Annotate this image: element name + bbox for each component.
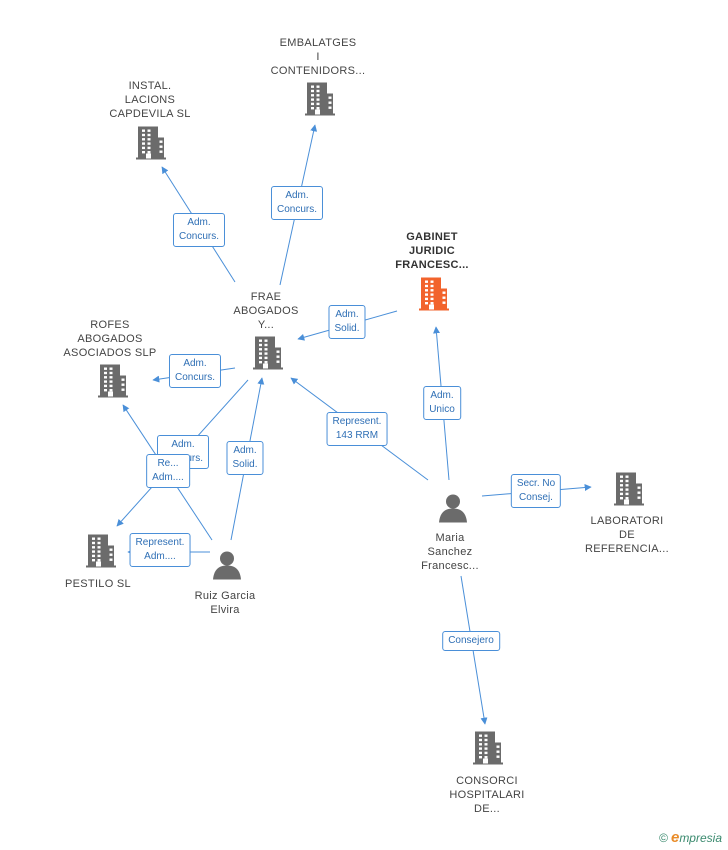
brand-name: mpresia [679, 831, 722, 845]
edge-label-line: Adm. [285, 190, 309, 201]
edge-label-line: Adm.... [152, 472, 184, 483]
node-label-line: LABORATORI [590, 515, 664, 527]
node-label-line: HOSPITALARI [449, 789, 525, 801]
building-icon-pestilo[interactable] [86, 534, 116, 573]
node-label-line: CONSORCI [456, 775, 518, 787]
person-icon-ruiz[interactable] [212, 550, 242, 585]
building-icon-laboratori[interactable] [614, 472, 644, 511]
node-label-line: Maria [435, 532, 465, 544]
building-icon-gabinet[interactable] [419, 277, 449, 316]
edge-label-ruiz-to-frae[interactable]: Adm. Solid. [226, 441, 264, 475]
edge-label-line: Adm. [233, 445, 257, 456]
node-label-laboratori[interactable]: LABORATORI DE REFERENCIA... [585, 514, 669, 556]
node-label-line: EMBALATGES [279, 37, 357, 49]
edge-label-maria-to-laboratori[interactable]: Secr. No Consej. [510, 474, 562, 508]
edge-label-line: 143 RRM [335, 430, 379, 441]
node-label-line: CAPDEVILA SL [109, 108, 191, 120]
edge-label-ruiz-to-pestilo[interactable]: Represent. Adm.... [129, 533, 191, 567]
edge-label-maria-to-frae[interactable]: Represent. 143 RRM [326, 412, 388, 446]
edge-label-ruiz-to-rofes[interactable]: Re... Adm.... [146, 454, 190, 488]
node-label-line: REFERENCIA... [585, 543, 669, 555]
empresia-brand[interactable]: ©empresia [659, 829, 722, 846]
edge-label-line: Adm. [171, 439, 195, 450]
edge-label-frae-to-embalatges[interactable]: Adm. Concurs. [270, 186, 324, 220]
edge-label-line: Adm. [430, 390, 454, 401]
node-label-line: Y... [257, 319, 275, 331]
node-label-line: LACIONS [124, 94, 176, 106]
building-icon-embalatges[interactable] [305, 82, 335, 121]
edge-label-line: Solid. [232, 459, 258, 470]
node-label-line: Sanchez [427, 546, 473, 558]
building-icon-frae[interactable] [253, 336, 283, 375]
edge-label-frae-to-instal[interactable]: Adm. Concurs. [172, 213, 226, 247]
edge-label-line: Concurs. [178, 231, 220, 242]
edge-label-line: Re... [157, 458, 179, 469]
node-label-line: JURIDIC [408, 245, 456, 257]
node-label-line: Elvira [210, 604, 240, 616]
node-label-line: GABINET [406, 231, 458, 243]
node-label-line: ASOCIADOS SLP [63, 347, 157, 359]
node-label-line: INSTAL. [128, 80, 172, 92]
edge-label-frae-to-rofes[interactable]: Adm. Concurs. [168, 354, 222, 388]
edge-label-line: Represent. [332, 416, 382, 427]
edge-label-line: Concurs. [174, 372, 216, 383]
building-icon-rofes[interactable] [98, 364, 128, 403]
copyright-symbol: © [659, 831, 668, 845]
edge-label-line: Consej. [519, 492, 553, 503]
node-label-frae[interactable]: FRAE ABOGADOS Y... [233, 290, 298, 332]
node-label-line: ABOGADOS [77, 333, 143, 345]
person-icon-maria[interactable] [438, 493, 468, 528]
edge-label-line: Adm.... [144, 551, 176, 562]
node-label-instal[interactable]: INSTAL. LACIONS CAPDEVILA SL [109, 79, 190, 121]
node-label-gabinet[interactable]: GABINET JURIDIC FRANCESC... [395, 230, 469, 272]
node-label-line: FRAE [250, 291, 282, 303]
edge-label-line: Solid. [334, 323, 360, 334]
edge-label-maria-to-gabinet[interactable]: Adm. Unico [423, 386, 461, 420]
edge-label-gabinet-to-frae[interactable]: Adm. Solid. [328, 305, 366, 339]
node-label-line: DE [619, 529, 635, 541]
node-label-rofes[interactable]: ROFES ABOGADOS ASOCIADOS SLP [63, 318, 156, 360]
edge-label-line: Unico [429, 404, 455, 415]
node-label-line: Francesc... [421, 560, 479, 572]
edge-label-maria-to-consorci[interactable]: Consejero [442, 631, 500, 651]
edge-label-line: Secr. No [516, 478, 556, 489]
brand-initial: e [670, 829, 680, 846]
edge-label-line: Adm. [187, 217, 211, 228]
node-label-line: FRANCESC... [395, 259, 469, 271]
node-label-line: ABOGADOS [233, 305, 299, 317]
node-label-embalatges[interactable]: EMBALATGES I CONTENIDORS... [271, 36, 366, 78]
edge-label-line: Consejero [448, 635, 494, 646]
node-label-line: CONTENIDORS... [270, 65, 366, 77]
edge-label-line: Adm. [183, 358, 207, 369]
node-label-pestilo[interactable]: PESTILO SL [65, 577, 131, 591]
node-label-line: PESTILO SL [65, 578, 131, 590]
node-label-line: I [316, 51, 320, 63]
node-label-line: Ruiz Garcia [194, 590, 256, 602]
building-icon-consorci[interactable] [473, 731, 503, 770]
edge-label-line: Adm. [335, 309, 359, 320]
node-label-consorci[interactable]: CONSORCI HOSPITALARI DE... [449, 774, 524, 816]
edge-label-line: Represent. [135, 537, 185, 548]
node-label-line: DE... [474, 803, 500, 815]
building-icon-instal[interactable] [136, 126, 166, 165]
edge-label-line: Concurs. [276, 204, 318, 215]
node-label-line: ROFES [90, 319, 130, 331]
